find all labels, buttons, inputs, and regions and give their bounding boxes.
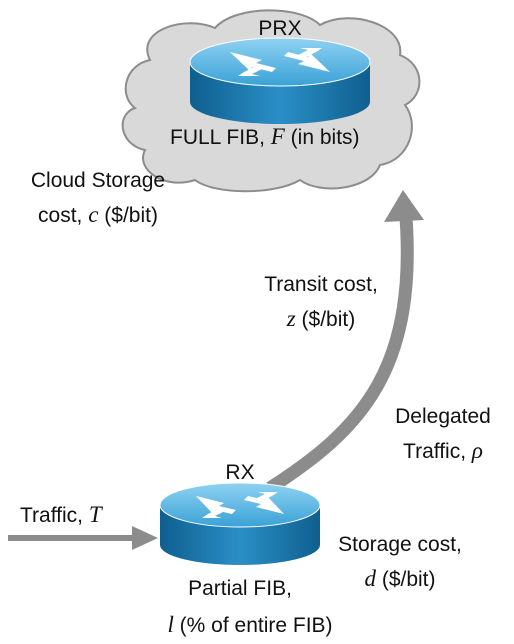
transit-line2: z ($/bit) (236, 306, 406, 333)
transit-var: z (286, 306, 296, 331)
full-fib-label: FULL FIB, F (in bits) (170, 124, 360, 151)
prx-router-icon (189, 37, 371, 124)
storage-unit: ($/bit) (381, 568, 436, 591)
storage-var: d (364, 566, 376, 591)
full-fib-unit: (in bits) (290, 126, 360, 149)
delegated-var: ρ (471, 438, 483, 463)
full-fib-var: F (270, 124, 285, 149)
delegated-line1: Delegated (395, 405, 491, 428)
delegated-prefix: Traffic, (403, 440, 467, 463)
cloud-storage-unit: ($/bit) (104, 204, 158, 227)
cloud-storage-prefix: cost, (38, 204, 83, 227)
prx-label: PRX (258, 17, 302, 40)
traffic-var: T (88, 502, 102, 527)
partial-fib-line1: Partial FIB, (188, 577, 292, 600)
rx-router-icon (159, 482, 321, 565)
delegated-traffic-arrowhead (384, 190, 424, 222)
traffic-prefix: Traffic, (20, 504, 84, 527)
transit-unit: ($/bit) (301, 308, 356, 331)
cloud-storage-var: c (88, 202, 99, 227)
partial-fib-line2: l (% of entire FIB) (130, 612, 370, 639)
transit-line1: Transit cost, (264, 273, 378, 296)
delegated-traffic-arrow (266, 204, 414, 494)
storage-line2: d ($/bit) (312, 566, 488, 593)
partial-fib-unit: (% of entire FIB) (179, 614, 333, 637)
partial-fib-var: l (167, 612, 174, 637)
cloud-storage-line1: Cloud Storage (30, 169, 166, 192)
traffic-label: Traffic, T (20, 502, 102, 529)
storage-line1: Storage cost, (338, 533, 462, 556)
full-fib-text: FULL FIB, (170, 126, 265, 149)
delegated-line2: Traffic, ρ (372, 438, 514, 465)
cloud-storage-line2: cost, c ($/bit) (0, 202, 196, 229)
rx-label: RX (225, 461, 255, 484)
traffic-arrowhead (132, 526, 158, 550)
